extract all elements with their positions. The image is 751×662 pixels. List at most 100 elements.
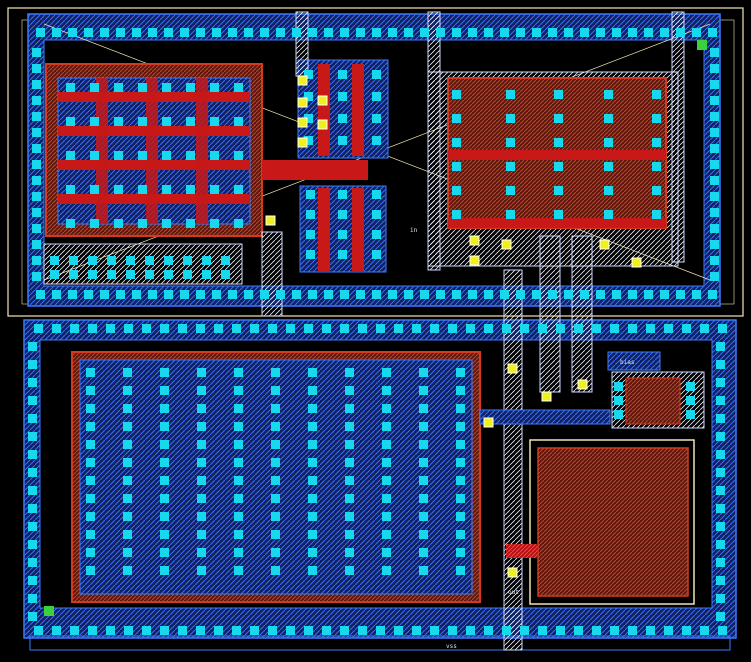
contact-icon <box>382 458 391 467</box>
contact-icon <box>708 28 717 37</box>
contact-icon <box>468 28 477 37</box>
contact-icon <box>500 290 509 299</box>
contact-icon <box>710 64 719 73</box>
contact-icon <box>234 422 243 431</box>
contact-icon <box>404 28 413 37</box>
contact-icon <box>124 324 133 333</box>
contact-icon <box>420 290 429 299</box>
contact-icon <box>138 185 147 194</box>
contact-icon <box>234 548 243 557</box>
contact-icon <box>232 626 241 635</box>
contact-icon <box>308 494 317 503</box>
contact-icon <box>340 324 349 333</box>
contact-icon <box>292 28 301 37</box>
contact-icon <box>123 458 132 467</box>
contact-icon <box>116 28 125 37</box>
contact-icon <box>160 404 169 413</box>
contact-icon <box>340 290 349 299</box>
contact-icon <box>456 512 465 521</box>
contact-icon <box>234 566 243 575</box>
contact-icon <box>234 440 243 449</box>
contact-icon <box>628 626 637 635</box>
contact-icon <box>286 324 295 333</box>
contact-icon <box>692 290 701 299</box>
contact-icon <box>210 117 219 126</box>
mim-capacitor <box>529 371 705 605</box>
via-icon <box>599 239 610 250</box>
contact-icon <box>28 360 37 369</box>
contact-icon <box>138 219 147 228</box>
contact-icon <box>345 530 354 539</box>
contact-icon <box>564 28 573 37</box>
contact-icon <box>338 230 347 239</box>
contact-icon <box>596 28 605 37</box>
contact-icon <box>196 290 205 299</box>
contact-icon <box>686 382 695 391</box>
contact-icon <box>32 240 41 249</box>
contact-icon <box>197 458 206 467</box>
contact-icon <box>88 324 97 333</box>
contact-icon <box>382 494 391 503</box>
contact-icon <box>286 626 295 635</box>
via-icon <box>317 95 328 106</box>
contact-icon <box>506 138 515 147</box>
contact-icon <box>271 386 280 395</box>
contact-icon <box>32 144 41 153</box>
contact-icon <box>716 558 725 567</box>
contact-icon <box>452 162 461 171</box>
contact-icon <box>716 594 725 603</box>
contact-icon <box>345 458 354 467</box>
contact-icon <box>580 290 589 299</box>
pin-label-vss: vss <box>446 643 457 650</box>
contact-icon <box>382 422 391 431</box>
contact-icon <box>183 270 192 279</box>
contact-icon <box>114 185 123 194</box>
contact-icon <box>376 626 385 635</box>
contact-icon <box>160 458 169 467</box>
via-icon <box>483 417 494 428</box>
contact-icon <box>32 112 41 121</box>
metal-route-right <box>479 409 611 425</box>
contact-icon <box>338 250 347 259</box>
contact-icon <box>412 324 421 333</box>
contact-icon <box>86 530 95 539</box>
contact-icon <box>484 290 493 299</box>
contact-icon <box>123 476 132 485</box>
contact-icon <box>308 404 317 413</box>
contact-icon <box>124 626 133 635</box>
contact-icon <box>234 185 243 194</box>
contact-icon <box>710 96 719 105</box>
contact-icon <box>123 368 132 377</box>
contact-icon <box>652 114 661 123</box>
contact-icon <box>419 566 428 575</box>
contact-icon <box>554 162 563 171</box>
contact-icon <box>358 324 367 333</box>
contact-icon <box>276 28 285 37</box>
contact-icon <box>382 368 391 377</box>
contact-icon <box>186 151 195 160</box>
contact-icon <box>123 422 132 431</box>
contact-icon <box>710 224 719 233</box>
contact-icon <box>604 90 613 99</box>
contact-icon <box>646 324 655 333</box>
contact-icon <box>234 368 243 377</box>
contact-icon <box>34 324 43 333</box>
contact-icon <box>186 117 195 126</box>
contact-icon <box>160 566 169 575</box>
contact-icon <box>271 440 280 449</box>
contact-icon <box>271 512 280 521</box>
contact-icon <box>548 290 557 299</box>
contact-icon <box>183 256 192 265</box>
contact-icon <box>142 324 151 333</box>
contact-icon <box>376 324 385 333</box>
contact-icon <box>70 626 79 635</box>
contact-icon <box>180 290 189 299</box>
contact-icon <box>716 612 725 621</box>
via-icon <box>507 567 518 578</box>
contact-icon <box>142 626 151 635</box>
contact-icon <box>372 92 381 101</box>
contact-icon <box>610 324 619 333</box>
contact-icon <box>592 626 601 635</box>
via-icon <box>317 119 328 130</box>
contact-icon <box>180 28 189 37</box>
